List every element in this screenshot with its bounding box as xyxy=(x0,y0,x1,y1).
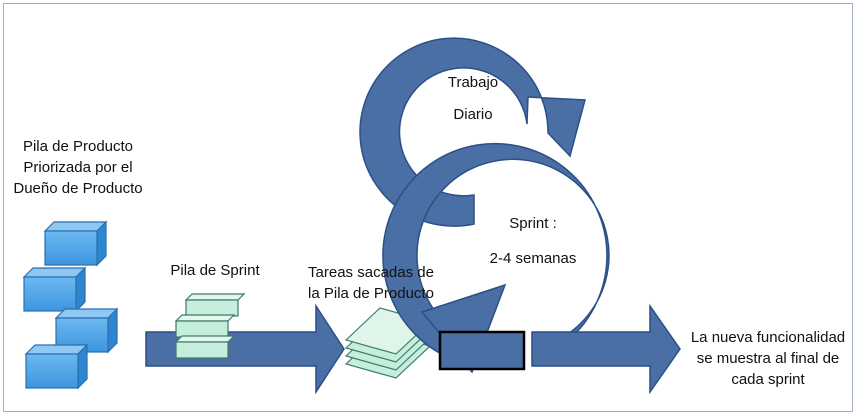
sprint-backlog-stack xyxy=(174,293,246,359)
cube-1 xyxy=(43,220,108,267)
sprint-entry-box xyxy=(438,330,526,371)
sprint-card-2 xyxy=(174,314,236,338)
daily-work-label-line2: Diario xyxy=(453,106,493,123)
product-backlog-label: Pila de Producto Priorizada por el Dueño… xyxy=(4,136,152,199)
cube-2 xyxy=(22,266,87,313)
tasks-label-line2: la Pila de Producto xyxy=(308,285,434,302)
flow-arrow-1 xyxy=(145,303,345,395)
tasks-label-line1: Tareas sacadas de xyxy=(308,264,434,281)
product-backlog-label-line3: Dueño de Producto xyxy=(13,180,143,197)
product-backlog-label-line1: Pila de Producto xyxy=(22,138,134,155)
sprint-card-3 xyxy=(174,335,236,359)
tasks-label: Tareas sacadas de la Pila de Producto xyxy=(296,262,446,304)
daily-work-label-line1: Trabajo xyxy=(447,74,499,91)
flow-arrow-2 xyxy=(531,303,681,395)
sprint-duration-label-line1: Sprint : xyxy=(509,215,557,232)
result-label: La nueva funcionalidad se muestra al fin… xyxy=(684,327,852,390)
product-backlog-label-line2: Priorizada por el xyxy=(23,159,133,176)
result-label-line2: se muestra al final de xyxy=(696,350,840,367)
sprint-duration-label: Sprint : 2-4 semanas xyxy=(478,206,588,276)
sprint-backlog-label: Pila de Sprint xyxy=(155,260,275,281)
daily-work-label: Trabajo Diario xyxy=(438,67,508,131)
diagram-frame xyxy=(3,3,853,412)
sprint-card-1 xyxy=(184,293,246,317)
product-backlog-cubes xyxy=(22,220,119,390)
result-label-line1: La nueva funcionalidad xyxy=(690,329,846,346)
cube-4 xyxy=(24,343,89,390)
sprint-backlog-label-line1: Pila de Sprint xyxy=(170,262,260,279)
sprint-duration-label-line2: 2-4 semanas xyxy=(489,250,577,267)
result-label-line3: cada sprint xyxy=(731,371,805,388)
